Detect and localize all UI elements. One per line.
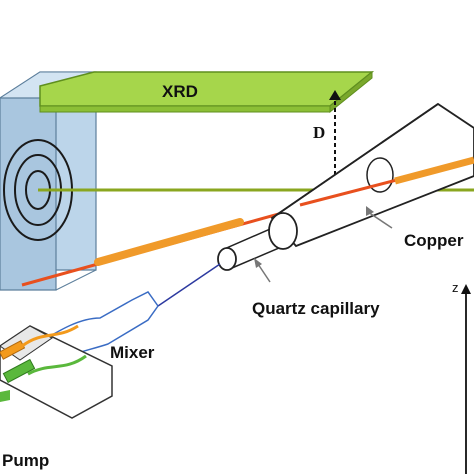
copper-callout: Copper — [366, 206, 464, 250]
copper-label: Copper — [404, 231, 464, 250]
xrd-label: XRD — [162, 82, 198, 101]
sample-inside — [394, 156, 474, 185]
z-axis-label: z — [452, 280, 459, 295]
area-detector — [0, 71, 98, 291]
quartz-capillary-label: Quartz capillary — [252, 299, 380, 318]
d-label: D — [313, 123, 325, 142]
sample-segment-left — [94, 218, 244, 266]
coordinate-axes: z — [452, 280, 471, 474]
mixer-label: Mixer — [110, 343, 155, 362]
pump-label: Pump — [2, 451, 49, 470]
syringe-pump — [0, 324, 113, 419]
xrd-plate: XRD — [39, 70, 375, 114]
copper-sleeve — [268, 102, 474, 250]
quartz-callout: Quartz capillary — [252, 258, 380, 318]
